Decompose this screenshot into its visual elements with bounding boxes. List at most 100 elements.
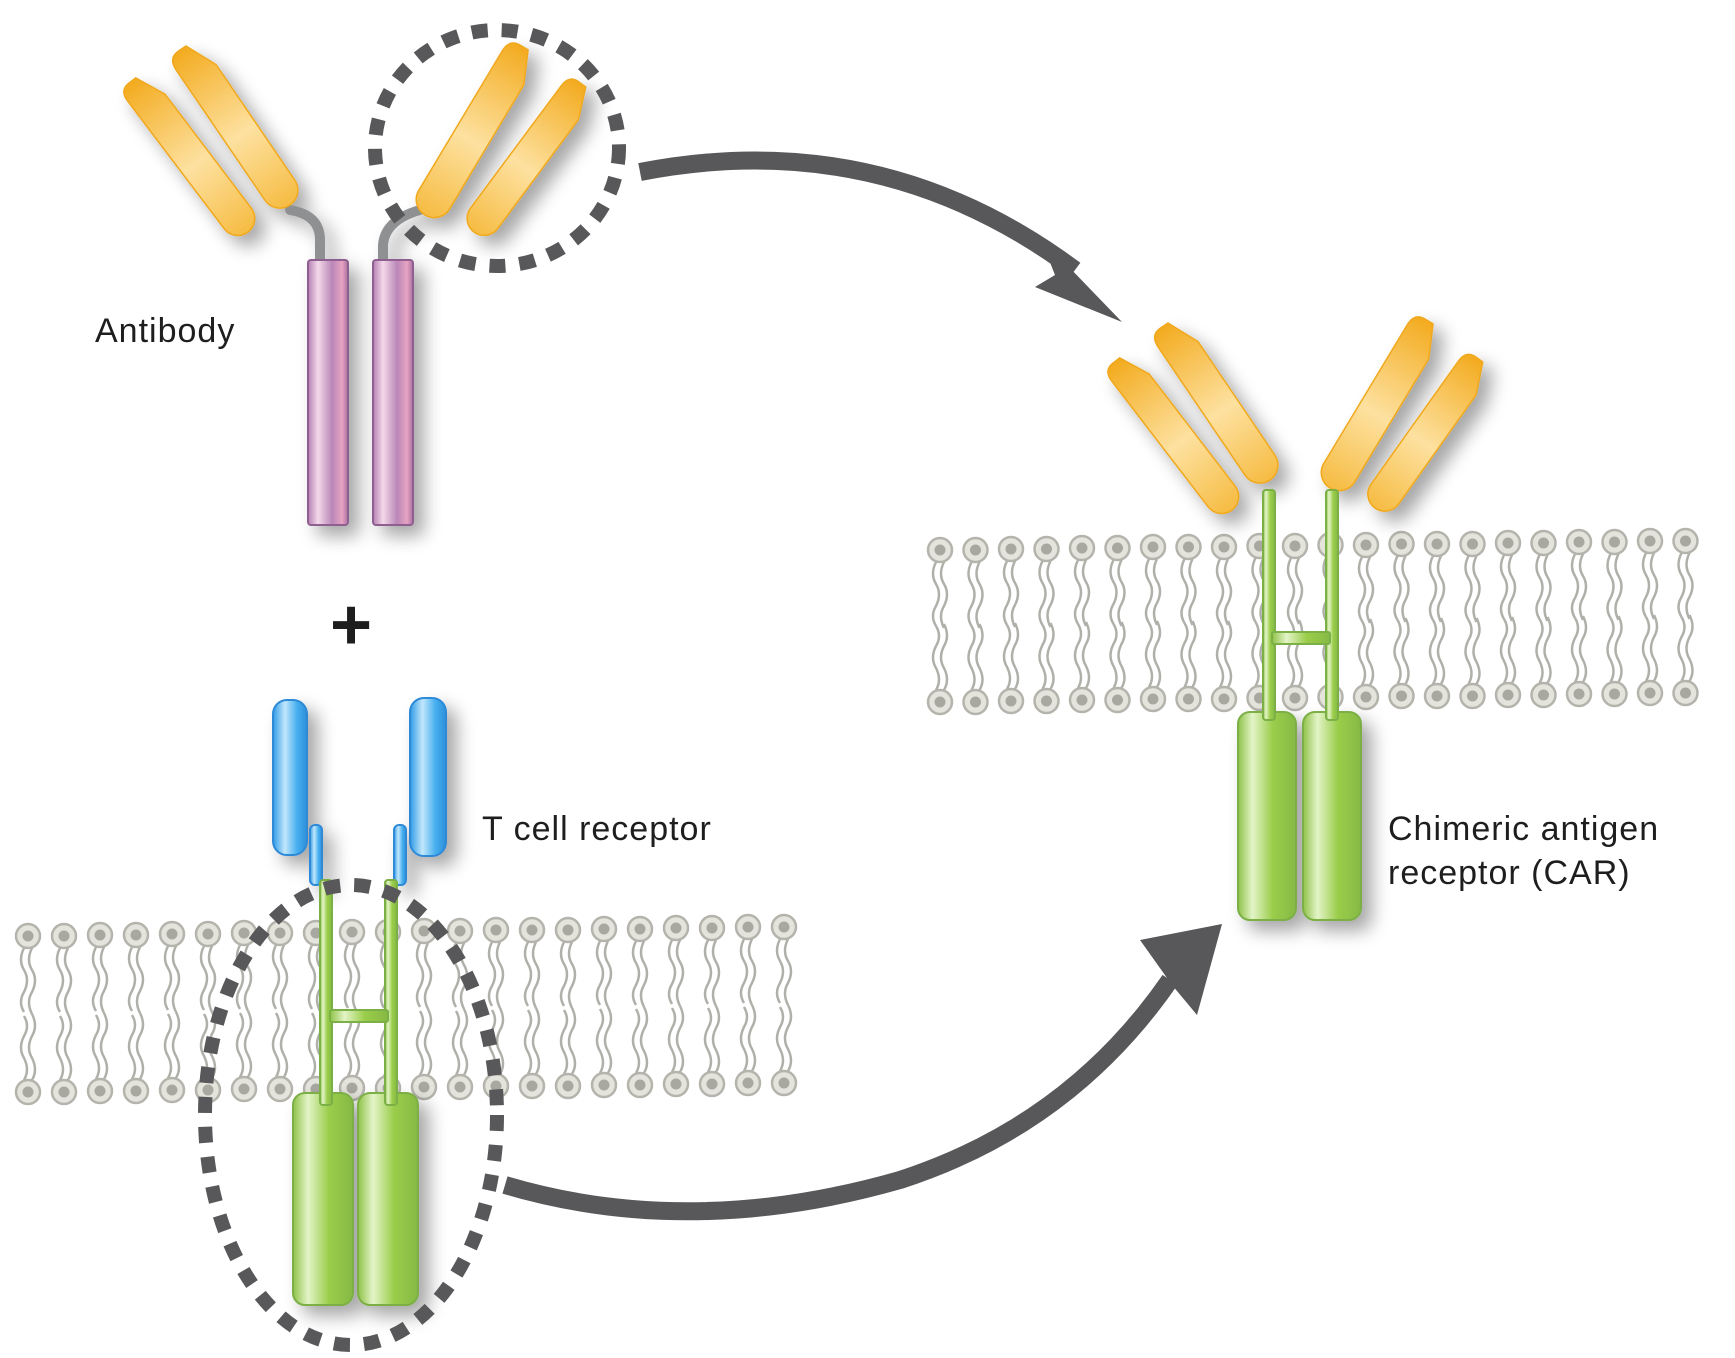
lipid-tail: [1649, 614, 1659, 682]
car-fab-left-inner-body: [1153, 322, 1279, 484]
lipid-tail: [1251, 557, 1260, 623]
antibody-fab-left-inner-body: [172, 45, 299, 209]
lipid-tail: [1436, 617, 1446, 685]
lipid-tail: [1472, 617, 1481, 685]
lipid-tail: [1046, 560, 1055, 628]
lipid-head-core: [1431, 538, 1443, 550]
car-signaling-left: [1237, 711, 1297, 921]
lipid-tail: [931, 561, 941, 627]
lipid-head-core: [1289, 692, 1301, 704]
lipid-head-core: [1183, 541, 1194, 553]
lipid-tail: [639, 1006, 649, 1074]
lipid-tail: [1357, 620, 1367, 686]
lipid-head-core: [1076, 694, 1088, 706]
lipid-tail: [747, 938, 757, 1006]
lipid-head-core: [166, 1084, 178, 1096]
lipid-head-core: [22, 1086, 34, 1098]
lipid-tail: [639, 940, 649, 1008]
car-fab-right-inner: [1320, 316, 1434, 492]
lipid-tail: [1294, 557, 1304, 625]
lipid-head-core: [202, 928, 214, 940]
lipid-tail: [1081, 559, 1091, 627]
lipid-head-core: [1431, 690, 1443, 702]
lipid-tail: [1428, 619, 1438, 685]
lipid-head-core: [1218, 541, 1230, 553]
lipid-head-core: [1502, 689, 1514, 701]
lipid-head-core: [1396, 690, 1407, 702]
lipid-tail: [939, 561, 949, 629]
tcr-label: T cell receptor: [482, 810, 712, 848]
lipid-tail: [55, 947, 65, 1013]
lipid-tail: [99, 946, 109, 1014]
lipid-head-core: [1573, 536, 1585, 548]
lipid-head-core: [1112, 542, 1123, 554]
lipid-tail: [1215, 622, 1225, 688]
car-membrane: [926, 527, 1699, 716]
lipid-head-core: [1609, 688, 1620, 700]
lipid-tail: [783, 1004, 793, 1072]
lipid-tail: [1251, 621, 1260, 687]
antibody-hinge-right: [378, 205, 425, 267]
lipid-tail: [1543, 554, 1552, 622]
car-fab-left-outer-body: [1107, 357, 1240, 515]
lipid-head-core: [310, 1083, 322, 1095]
lipid-head-core: [634, 1079, 646, 1091]
lipid-tail: [1393, 619, 1402, 685]
lipid-tail: [1109, 623, 1118, 689]
lipid-head-core: [1289, 540, 1301, 552]
lipid-tail: [747, 1004, 757, 1072]
lipid-tail: [1464, 619, 1473, 685]
lipid-tail: [1365, 556, 1375, 624]
lipid-tail: [235, 944, 245, 1010]
antibody: [123, 42, 587, 526]
lipid-tail: [55, 1015, 65, 1081]
lipid-head-core: [490, 1080, 502, 1092]
car-fab-left-inner: [1153, 322, 1279, 484]
car-label-line2: receptor (CAR): [1388, 854, 1631, 892]
lipid-tail: [1507, 616, 1517, 684]
lipid-head-core: [1183, 693, 1194, 705]
lipid-head-core: [598, 923, 610, 935]
lipid-tail: [1641, 552, 1651, 618]
lipid-tail: [1401, 555, 1410, 623]
lipid-tail: [531, 941, 541, 1009]
lipid-head-core: [1644, 687, 1656, 699]
lipid-tail: [127, 1014, 137, 1080]
t-cell-receptor: [272, 697, 447, 1306]
lipid-head-core: [1005, 543, 1017, 555]
lipid-head-core: [1005, 695, 1017, 707]
lipid-head-core: [202, 1084, 214, 1096]
lipid-head-core: [778, 1077, 790, 1089]
antibody-stalk-left: [307, 259, 349, 526]
lipid-tail: [495, 1007, 505, 1075]
lipid-tail: [415, 1010, 425, 1076]
lipid-tail: [27, 947, 37, 1015]
lipid-tail: [1117, 621, 1126, 689]
lipid-tail: [739, 1006, 749, 1072]
lipid-head-core: [94, 1085, 106, 1097]
lipid-head-core: [1538, 537, 1549, 549]
lipid-head-core: [934, 544, 946, 556]
car-shadowed: [1107, 316, 1484, 921]
lipid-head-core: [742, 1077, 754, 1089]
lipid-head-core: [58, 1086, 70, 1098]
lipid-tail: [1081, 621, 1091, 689]
lipid-head-core: [1218, 693, 1230, 705]
lipid-tail: [1578, 553, 1588, 621]
lipid-tail: [1578, 615, 1588, 683]
lipid-tail: [667, 939, 677, 1005]
lipid-tail: [1365, 618, 1375, 686]
antibody-stalk-right: [372, 259, 414, 526]
lipid-tail: [135, 946, 145, 1014]
lipid-tail: [775, 938, 785, 1004]
lipid-tail: [967, 625, 976, 691]
lipid-head-core: [526, 924, 538, 936]
car-fab-right-outer: [1367, 353, 1484, 512]
lipid-head-core: [670, 922, 682, 934]
lipid-tail: [1152, 558, 1162, 626]
lipid-tail: [1073, 559, 1083, 625]
lipid-head-core: [1360, 691, 1372, 703]
lipid-tail: [1499, 554, 1509, 620]
lipid-head-core: [1147, 693, 1159, 705]
